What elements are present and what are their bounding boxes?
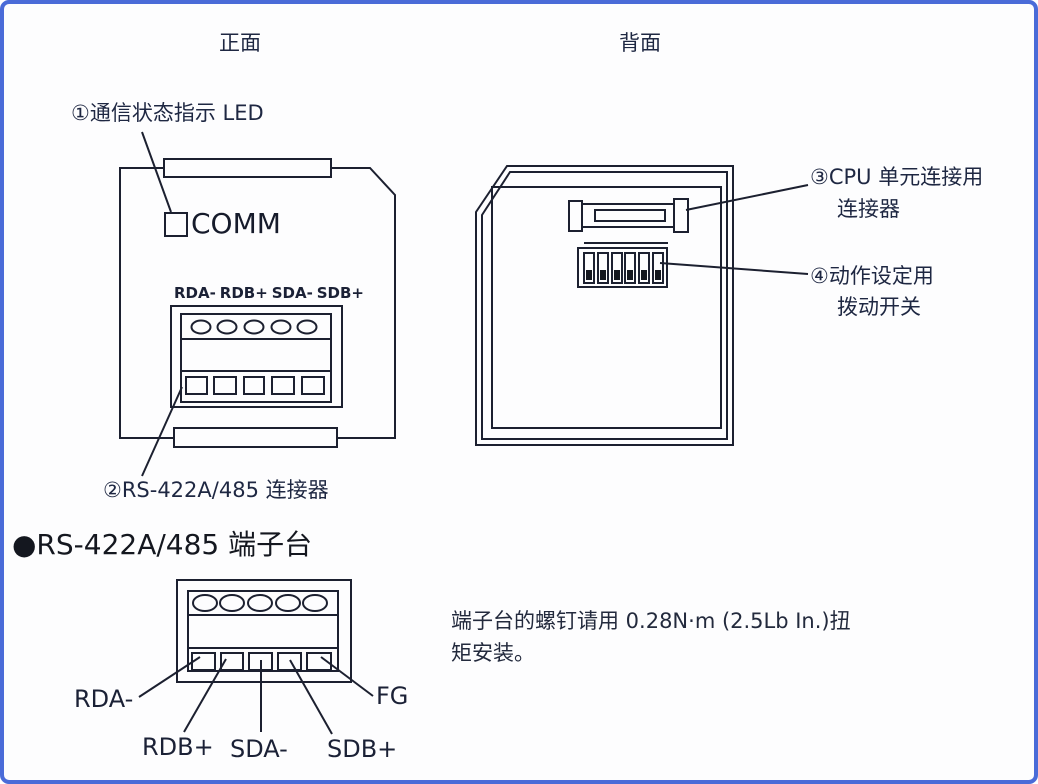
wire-slot [185,376,208,395]
wire-slot [301,376,325,395]
wire-slot [213,376,237,395]
leader-line-fg [320,656,374,697]
front-terminal-connector [170,305,343,408]
terminal-block-detail [176,579,352,683]
leader-line-led [141,131,172,213]
terminal-label-rda: RDA- [174,284,216,302]
leader-line-rdb [183,658,227,733]
dip-switches [583,252,664,284]
front-bottom-bar [173,427,338,448]
pin-label-fg: FG [376,682,409,710]
wire-slot [243,376,265,395]
torque-note: 端子台的螺钉请用 0.28N·m (2.5Lb In.)扭矩安装。 [451,609,851,665]
screw-hole [296,319,318,335]
terminal-label-rdb: RDB+ [219,284,268,302]
leader-line-sdb [289,659,333,735]
callout-switch-line1: ④动作设定用 [810,264,934,288]
front-terminal-header: RDA- RDB+ SDA- SDB+ [174,284,364,302]
callout-switch-line2: 拨动开关 [837,295,921,319]
callout-cpu-line2: 连接器 [837,197,900,221]
leader-line-connector [141,386,183,477]
screw-hole [216,319,238,335]
cpu-connector [568,198,689,244]
callout-comm-led: ①通信状态指示 LED [71,101,264,125]
screw-hole [219,594,245,612]
leader-line-rda [138,656,201,698]
wire-slot [271,376,295,395]
terminal-block-heading: ●RS-422A/485 端子台 [12,528,313,561]
diagram-linework [119,131,809,735]
callout-rs422-connector: ②RS-422A/485 连接器 [103,478,329,502]
front-device-outline [119,158,396,448]
pin-label-rdb: RDB+ [142,733,214,761]
back-device-outline [475,165,734,446]
pin-label-rda: RDA- [74,685,134,713]
wire-slot [220,652,244,671]
front-view-title: 正面 [219,31,261,55]
wire-slot [277,652,302,671]
back-face [491,186,722,429]
screw-hole [243,319,265,335]
callout-cpu-line1: ③CPU 单元连接用 [810,165,984,189]
screw-hole [247,594,273,612]
leader-line-switch [659,262,809,275]
screw-hole [192,594,218,612]
screw-hole [270,319,292,335]
screw-hole [190,319,212,335]
terminal-label-sdb: SDB+ [316,284,364,302]
dip-switch-block [577,247,668,288]
leader-line-cpu [685,184,809,211]
comm-led-label: COMM [191,207,281,240]
pin-label-sda: SDA- [230,735,288,763]
wire-slot [306,652,332,671]
screw-hole [302,594,328,612]
back-view-title: 背面 [619,31,661,55]
screw-hole [275,594,301,612]
pin-label-sdb: SDB+ [327,735,398,763]
wire-slot [191,652,216,671]
front-top-bar [163,158,332,178]
comm-led-square [164,212,188,237]
terminal-label-sda: SDA- [271,284,313,302]
